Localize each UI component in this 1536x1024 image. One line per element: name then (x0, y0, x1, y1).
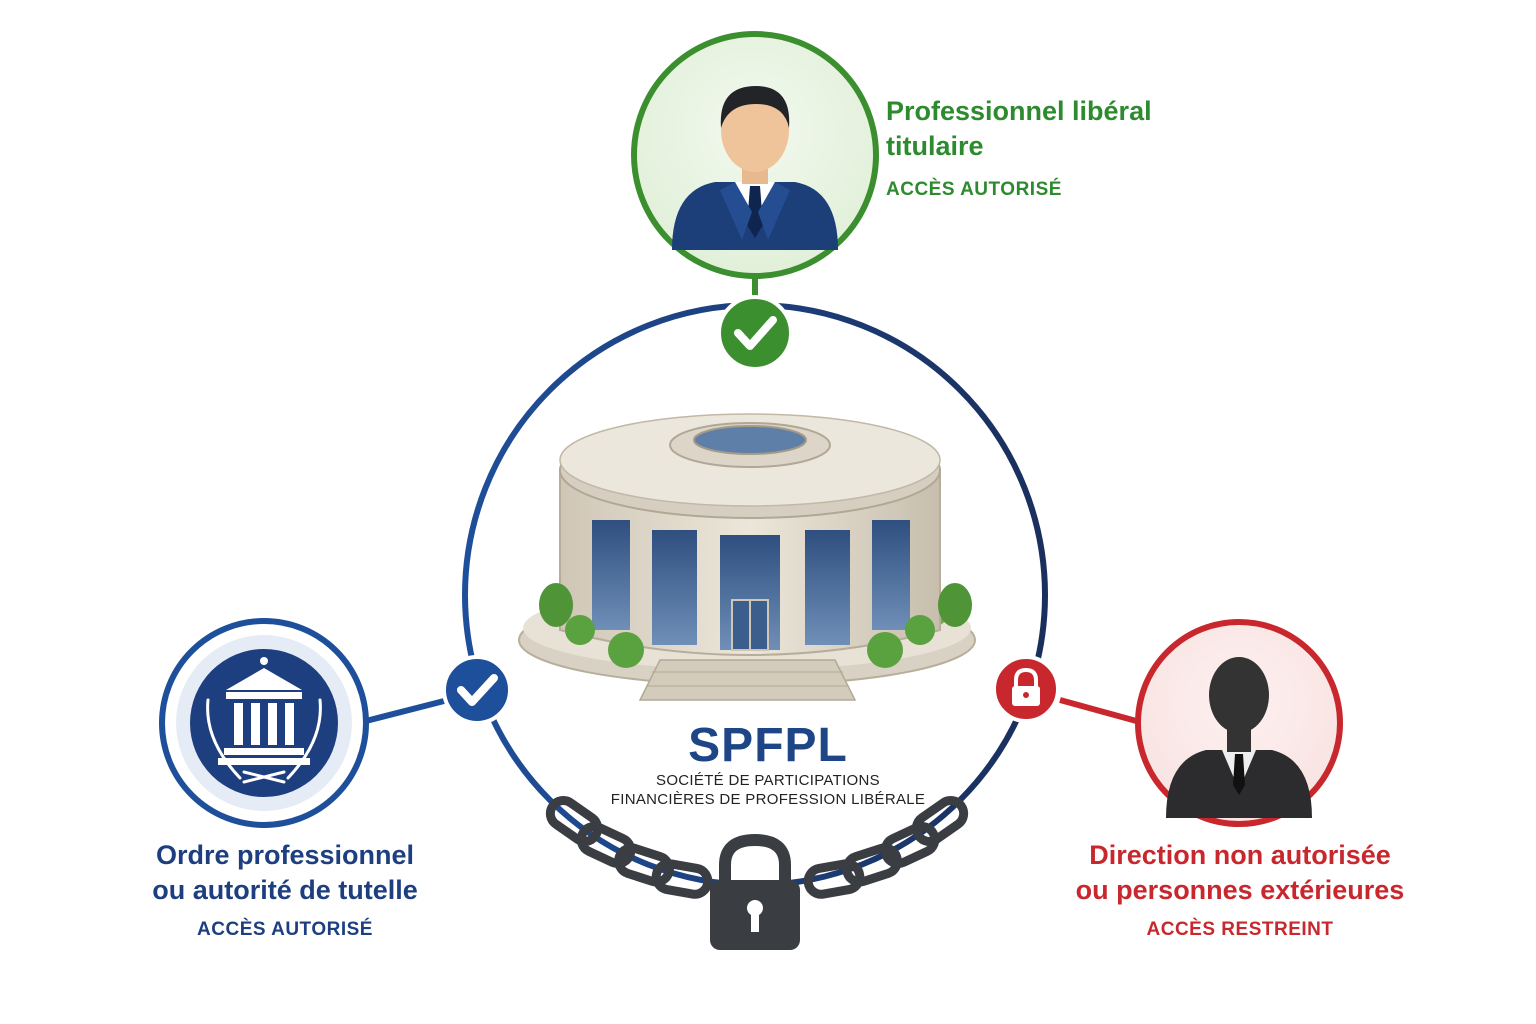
chain-padlock-icon (545, 796, 969, 950)
lock-icon (1012, 667, 1040, 706)
right-connector (1059, 697, 1141, 725)
laurel-icon (206, 698, 322, 784)
right-node (1135, 619, 1343, 827)
left-node-title: Ordre professionnel ou autorité de tutel… (130, 838, 440, 908)
spfpl-subtitle: SOCIÉTÉ DE PARTICIPATIONS FINANCIÈRES DE… (540, 771, 996, 809)
left-node (159, 618, 369, 828)
check-icon (457, 674, 498, 706)
spfpl-subtitle-line2: FINANCIÈRES DE PROFESSION LIBÉRALE (610, 791, 926, 808)
top-check-badge (717, 295, 793, 371)
top-node (631, 31, 879, 279)
institution-icon (218, 657, 310, 765)
left-title-line2: ou autorité de tutelle (152, 875, 418, 905)
right-node-title: Direction non autorisée ou personnes ext… (1060, 838, 1420, 908)
top-node-title: Professionnel libéral titulaire (886, 94, 1152, 164)
businessman-icon (672, 86, 838, 250)
right-status-label: ACCÈS RESTREINT (1146, 919, 1334, 940)
top-status-label: ACCÈS AUTORISÉ (886, 179, 1062, 200)
left-status-label: ACCÈS AUTORISÉ (197, 919, 373, 940)
right-title-line1: Direction non autorisée (1089, 840, 1391, 870)
spfpl-subtitle-line1: SOCIÉTÉ DE PARTICIPATIONS (656, 772, 880, 789)
check-icon (734, 316, 777, 350)
top-title-line1: Professionnel libéral (886, 96, 1152, 126)
left-title-line1: Ordre professionnel (155, 840, 415, 870)
building-icon (518, 413, 976, 701)
left-connector (361, 697, 449, 725)
left-check-badge (442, 655, 512, 725)
right-lock-badge (992, 655, 1060, 723)
right-title-line2: ou personnes extérieures (1075, 875, 1405, 905)
top-title-line2: titulaire (886, 131, 984, 161)
spfpl-title: SPFPL (688, 719, 848, 772)
anonymous-person-icon (1166, 657, 1312, 818)
